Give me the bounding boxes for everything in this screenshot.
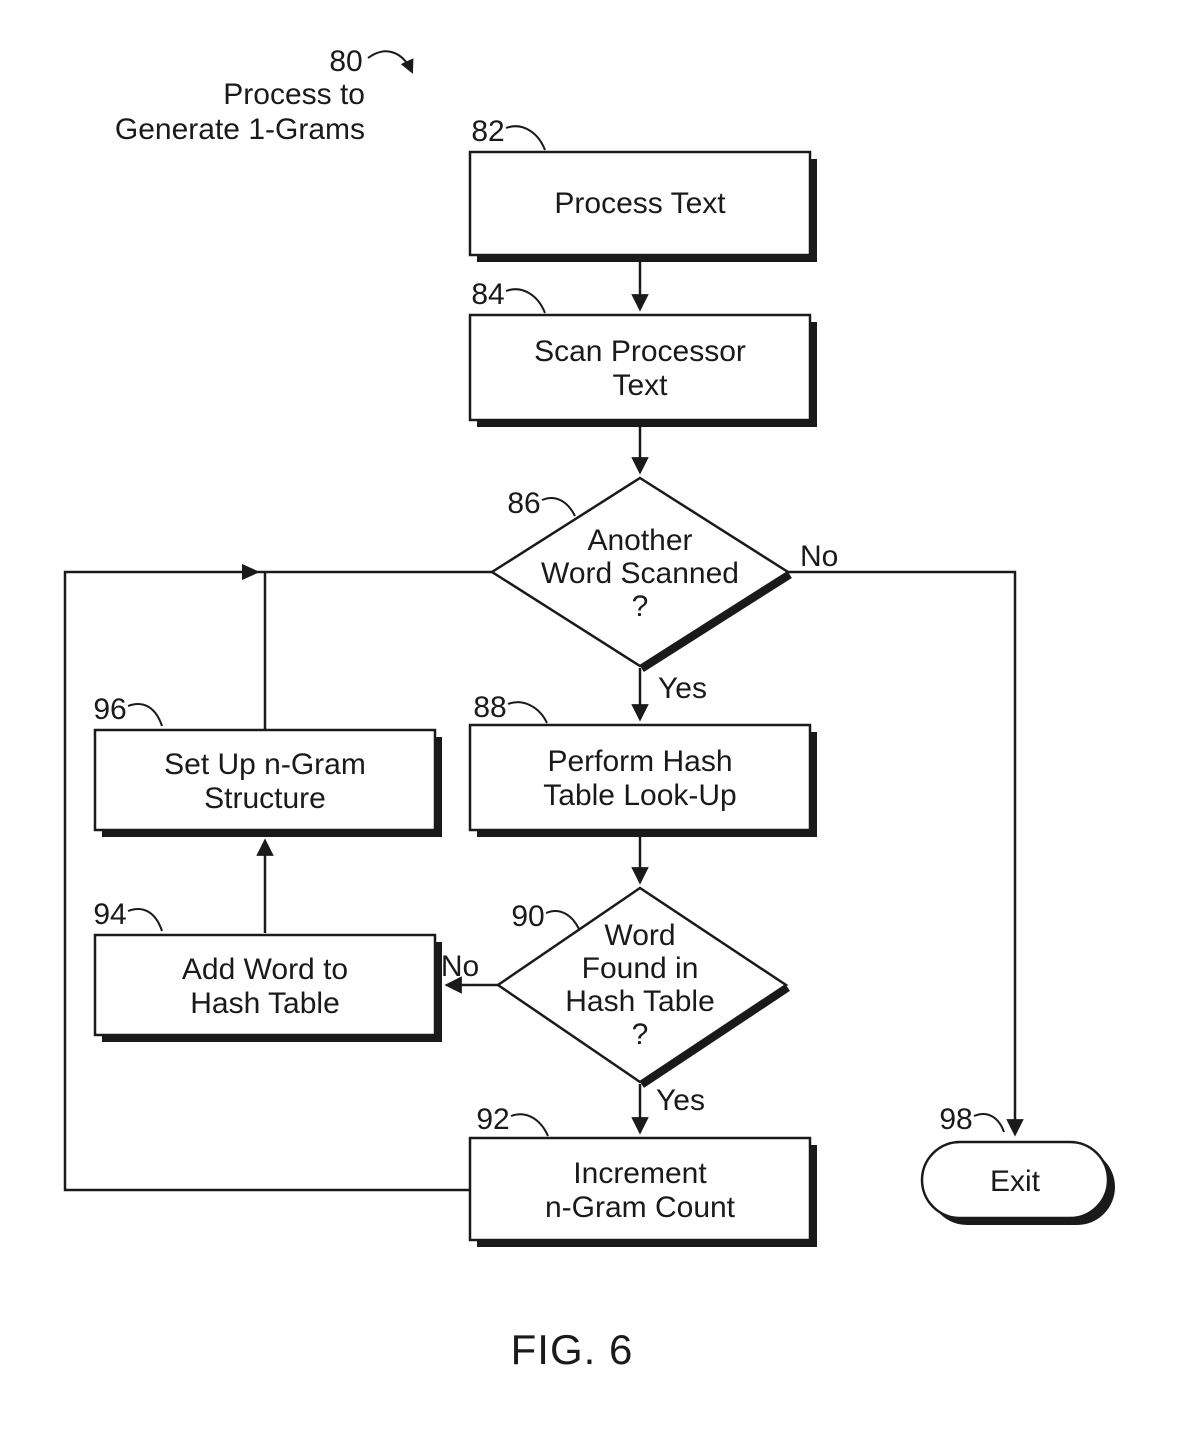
ref-92: 92 xyxy=(476,1103,509,1136)
leader-line-84 xyxy=(505,288,546,314)
edge-no-86-to-exit xyxy=(788,570,1024,1137)
decision-90-diamond xyxy=(495,886,789,1084)
ref-82: 82 xyxy=(471,115,504,148)
ref-86: 86 xyxy=(507,487,540,520)
increment-box xyxy=(468,1136,812,1242)
hash-lookup-box xyxy=(468,723,812,832)
scan-processor-label-line1: Scan Processor xyxy=(534,335,746,368)
decision-90-label-line2: Found in xyxy=(582,952,699,985)
figure-caption: FIG. 6 xyxy=(511,1326,634,1373)
leader-line-82 xyxy=(505,125,546,151)
decision-90-shadow-edge xyxy=(640,985,790,1088)
process-text-box xyxy=(468,150,812,257)
edge-increment-feedback-to-86 xyxy=(63,570,492,1192)
leader-line-94 xyxy=(127,908,163,932)
process-text-label: Process Text xyxy=(554,187,726,220)
label-yes-scanned: Yes xyxy=(658,672,707,705)
node-process-text: Process Text xyxy=(468,150,817,262)
label-yes-found: Yes xyxy=(656,1084,705,1117)
leader-line-90 xyxy=(545,910,580,930)
decision-86-shadow-edge xyxy=(640,572,792,672)
node-exit: Exit xyxy=(920,1140,1115,1225)
ref-88: 88 xyxy=(473,691,506,724)
increment-label-line2: n-Gram Count xyxy=(545,1191,736,1224)
decision-86-diamond xyxy=(489,476,791,668)
add-word-box xyxy=(93,933,437,1037)
node-setup-ngram-structure: Set Up n-Gram Structure xyxy=(93,728,442,837)
node-another-word-scanned: Another Word Scanned ? xyxy=(489,476,792,672)
node-scan-processor-text: Scan Processor Text xyxy=(468,313,817,427)
ref-84: 84 xyxy=(471,278,504,311)
label-no-scanned: No xyxy=(800,540,838,573)
leader-line-96 xyxy=(127,703,163,727)
increment-label-line1: Increment xyxy=(573,1157,707,1190)
decision-90-label-line3: Hash Table xyxy=(565,985,715,1018)
setup-ngram-box xyxy=(93,728,437,832)
setup-ngram-label-line1: Set Up n-Gram xyxy=(164,748,366,781)
hash-lookup-label-line2: Table Look-Up xyxy=(543,779,736,812)
node-perform-hash-lookup: Perform Hash Table Look-Up xyxy=(468,723,817,837)
scan-processor-box xyxy=(468,313,812,422)
node-word-found-in-hash: Word Found in Hash Table ? xyxy=(495,886,790,1088)
decision-86-label-line3: ? xyxy=(632,590,649,623)
leader-line-88 xyxy=(507,701,548,724)
ref-94: 94 xyxy=(93,898,126,931)
decision-86-label-line1: Another xyxy=(587,524,692,557)
hash-lookup-label-line1: Perform Hash xyxy=(547,745,732,778)
decision-90-label-line4: ? xyxy=(632,1018,649,1051)
leader-line-86 xyxy=(541,497,576,517)
scan-processor-label-line2: Text xyxy=(612,369,668,402)
figure-title-line1: Process to xyxy=(223,78,365,111)
ref-90: 90 xyxy=(511,900,544,933)
exit-label: Exit xyxy=(990,1165,1041,1198)
add-word-label-line2: Hash Table xyxy=(190,987,340,1020)
setup-ngram-label-line2: Structure xyxy=(204,782,326,815)
decision-86-label-line2: Word Scanned xyxy=(541,557,739,590)
figure-title-line2: Generate 1-Grams xyxy=(115,113,365,146)
exit-terminator xyxy=(920,1140,1110,1220)
feedback-arrowhead xyxy=(242,564,260,580)
leader-arrow-80 xyxy=(367,50,414,74)
node-increment-ngram-count: Increment n-Gram Count xyxy=(468,1136,817,1247)
decision-90-label-line1: Word xyxy=(604,919,675,952)
ref-96: 96 xyxy=(93,693,126,726)
label-no-found: No xyxy=(441,950,479,983)
ref-80: 80 xyxy=(329,45,362,78)
add-word-label-line1: Add Word to xyxy=(182,953,348,986)
node-add-word-to-hash: Add Word to Hash Table xyxy=(93,933,442,1042)
leader-line-92 xyxy=(510,1113,549,1137)
ref-98: 98 xyxy=(939,1103,972,1136)
leader-line-98 xyxy=(973,1113,1005,1133)
